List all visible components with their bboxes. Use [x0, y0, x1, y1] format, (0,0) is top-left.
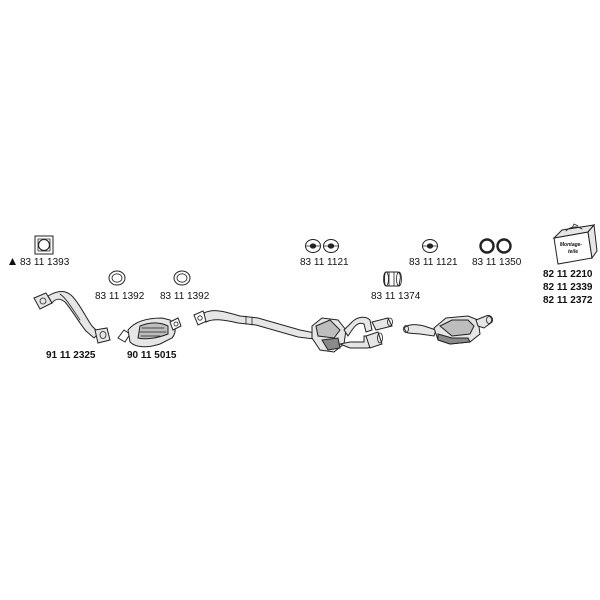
ring-gasket-b — [173, 270, 191, 286]
label-kit-3: 82 11 2372 — [543, 295, 593, 306]
triangle-marker-icon — [9, 258, 16, 265]
square-gasket — [34, 235, 54, 255]
label-catalytic-converter: 90 11 5015 — [127, 350, 177, 361]
rubber-hanger-pair-a — [305, 239, 339, 253]
rear-silencer — [403, 315, 493, 345]
mounting-kit-box: Montage- teile — [552, 223, 598, 265]
label-ring-gasket-b: 83 11 1392 — [160, 291, 210, 302]
label-clamp: 83 11 1374 — [371, 291, 421, 302]
label-ring-pair: 83 11 1350 — [472, 257, 522, 268]
ring-gasket-a — [108, 270, 126, 286]
kit-box-label-line1: Montage- — [560, 242, 583, 248]
rubber-ring-pair — [479, 238, 512, 254]
label-hanger-pair-a: 83 11 1121 — [300, 257, 349, 268]
kit-box-label-line2: teile — [568, 249, 578, 255]
catalytic-converter — [117, 317, 182, 348]
label-kit-1: 82 11 2210 — [543, 269, 593, 280]
label-square-gasket: 83 11 1393 — [20, 257, 70, 268]
rubber-hanger-b — [422, 239, 438, 253]
label-hanger-b: 83 11 1121 — [409, 257, 458, 268]
pipe-clamp — [383, 271, 402, 287]
middle-pipe-with-silencer — [193, 310, 393, 353]
label-ring-gasket-a: 83 11 1392 — [95, 291, 145, 302]
label-kit-2: 82 11 2339 — [543, 282, 593, 293]
label-front-pipe: 91 11 2325 — [46, 350, 96, 361]
front-pipe — [33, 291, 111, 344]
